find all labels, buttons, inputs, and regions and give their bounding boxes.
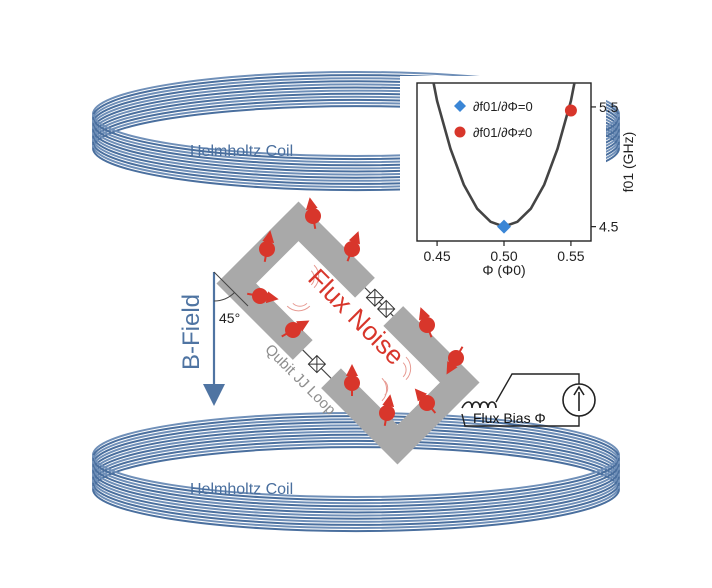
chart-x-axis-label: Φ (Φ0) [482, 262, 525, 278]
angle-arc [213, 292, 235, 302]
spin-dot [419, 317, 435, 333]
josephson-junction-top-1 [365, 288, 385, 307]
spin [305, 197, 321, 229]
x-tick-label: 0.55 [557, 248, 584, 264]
spin-dot [419, 395, 435, 411]
spin-dot [448, 350, 464, 366]
angle-reference-line [213, 271, 249, 307]
qubit-loop-right-piece [321, 306, 480, 465]
y-tick-label: 5.5 [599, 99, 619, 115]
spin [446, 346, 464, 375]
josephson-junction-bottom [307, 354, 327, 374]
chart-y-axis-label: f01 (GHz) [620, 132, 636, 193]
coil-winding-back [92, 436, 620, 480]
spin-dot [285, 322, 301, 338]
coil-winding-front [92, 489, 620, 533]
angle-label: 45° [219, 310, 240, 326]
coil-winding-front [92, 467, 620, 511]
legend-label: ∂f01/∂Φ=0 [473, 99, 533, 114]
b-field-label: B-Field [178, 294, 205, 370]
spin-dot [344, 241, 360, 257]
coil-winding-front [92, 479, 620, 523]
flux-bias-label: Flux Bias Φ [473, 410, 546, 426]
spin [281, 320, 310, 338]
x-tick-label: 0.45 [423, 248, 450, 264]
legend-marker-circle [454, 126, 466, 138]
spin [418, 307, 435, 338]
f01-vs-flux-chart: 0.45 0.50 0.55 4.5 5.5 ∂f01/∂Φ=0 ∂f01/∂Φ≠0 Φ (… [400, 76, 636, 278]
coil-winding-back [92, 424, 620, 468]
bias-inductor [461, 401, 497, 409]
coil-winding-front [92, 476, 620, 520]
qubit-jj-loop [216, 201, 480, 465]
coil-winding-back [92, 427, 620, 471]
coil-winding-front [92, 473, 620, 517]
legend-label: ∂f01/∂Φ≠0 [473, 125, 532, 140]
chart-marks: 0.45 0.50 0.55 4.5 5.5 ∂f01/∂Φ=0 ∂f01/∂Φ≠0 [423, 83, 619, 264]
spin-dot [252, 288, 268, 304]
y-tick-label: 4.5 [599, 219, 619, 235]
x-tick-label: 0.50 [490, 248, 517, 264]
coil-winding-front [92, 458, 620, 502]
flux-bias-circuit: Flux Bias Φ [461, 373, 596, 427]
spin-dot [259, 241, 275, 257]
spin [379, 394, 395, 426]
chart-plot-area [416, 82, 592, 242]
josephson-junction-top-2 [376, 299, 396, 319]
coil-winding-back [92, 430, 620, 474]
spin [344, 364, 360, 396]
qubit-loop-left-piece [216, 201, 375, 360]
top-coil-label: Helmholtz Coil [190, 143, 293, 160]
point-marker-diamond [497, 219, 511, 234]
coil-winding-front [92, 464, 620, 508]
coil-winding-front [92, 470, 620, 514]
helmholtz-coil-bottom-front [92, 454, 620, 533]
coil-winding-front [92, 482, 620, 526]
point-marker-circle [564, 104, 577, 117]
coil-winding-front [92, 461, 620, 505]
coil-winding-back [92, 433, 620, 477]
bias-wires [461, 373, 580, 427]
coil-winding-front [92, 485, 620, 529]
spins [247, 197, 464, 426]
spin [259, 230, 275, 262]
legend-marker-diamond [454, 100, 466, 112]
spin [414, 388, 437, 414]
spin-dot [379, 405, 395, 421]
spin [247, 288, 279, 304]
coil-winding-back [92, 439, 620, 483]
coil-winding-back [92, 443, 620, 487]
coil-winding-back [92, 446, 620, 490]
qubit-loop-label: Qubit JJ Loop [261, 341, 338, 418]
b-field-indicator: 45° B-Field [178, 271, 249, 406]
coil-winding-front [92, 454, 620, 498]
bottom-coil-label: Helmholtz Coil [190, 481, 293, 498]
spin-dot [344, 375, 360, 391]
spin [344, 231, 361, 262]
spin-dot [305, 208, 321, 224]
